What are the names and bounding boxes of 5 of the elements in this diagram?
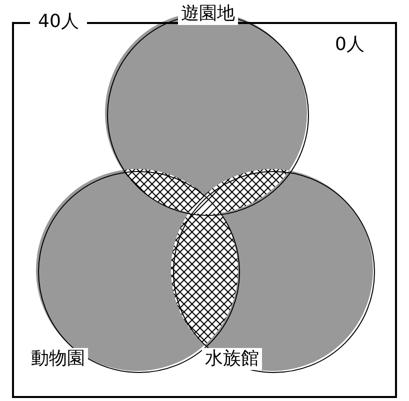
venn-circle xyxy=(173,171,375,373)
total-count: 40人 xyxy=(30,11,87,33)
set-label: 水族館 xyxy=(202,348,262,370)
count-label: 0人 xyxy=(334,34,366,56)
set-label: 遊園地 xyxy=(178,3,238,25)
